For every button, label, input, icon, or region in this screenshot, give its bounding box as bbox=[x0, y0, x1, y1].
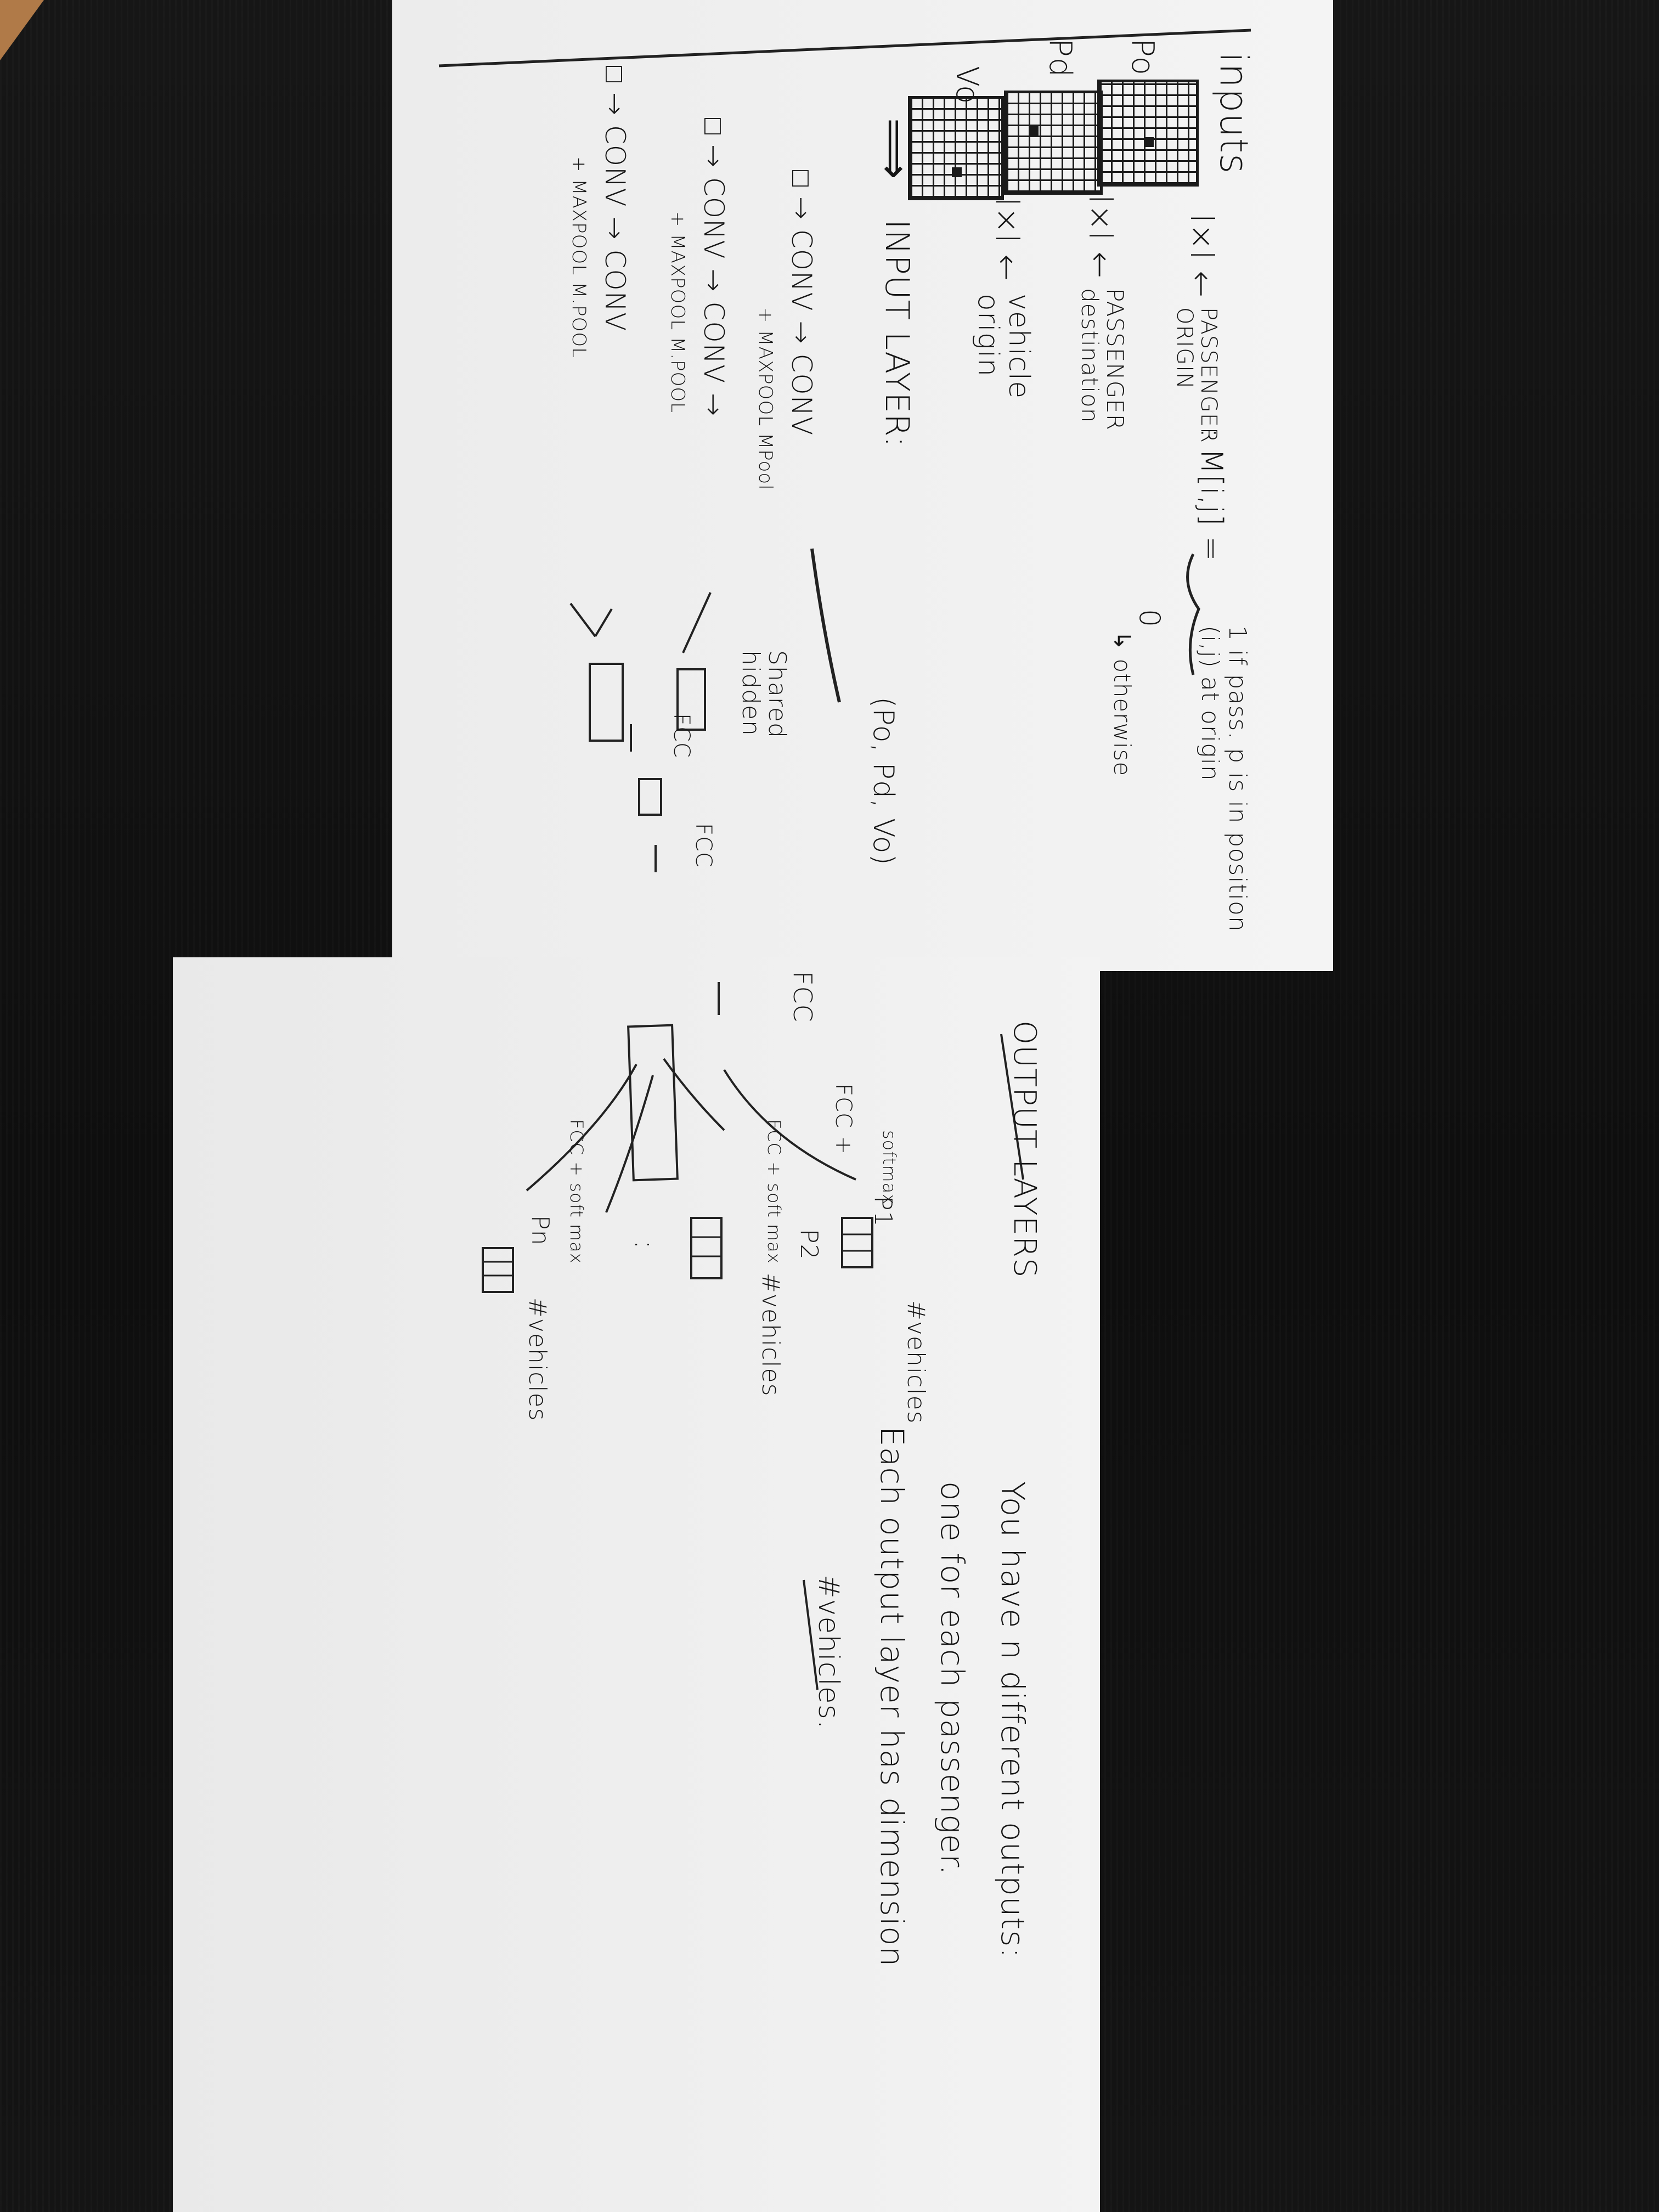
vehicles-label-n: #vehicles bbox=[523, 1297, 551, 1421]
arrow-pd-icon bbox=[594, 608, 613, 637]
output-vector-p1 bbox=[841, 1217, 873, 1268]
branch-line-1 bbox=[605, 1075, 654, 1213]
p1-label: P1 bbox=[869, 1196, 897, 1227]
note-underline bbox=[803, 1579, 819, 1690]
note-line-3: Each output layer has dimension bbox=[873, 1426, 911, 1967]
softmax-label-1: softmax bbox=[879, 1130, 900, 1205]
arrow-vo-icon bbox=[569, 602, 596, 637]
arrow-po-icon bbox=[682, 592, 712, 653]
hidden-output-box bbox=[627, 1024, 679, 1182]
fcc-box-1 bbox=[676, 668, 706, 731]
paper-sheet-outputs bbox=[173, 957, 1100, 2212]
branch-line-2 bbox=[723, 1069, 856, 1181]
grid-po-icon bbox=[1097, 80, 1199, 187]
fcc-branch-1: FCC + bbox=[831, 1084, 856, 1155]
fcc-branch-n: FCC + soft max bbox=[566, 1119, 587, 1264]
note-line-2: one for each passenger. bbox=[934, 1481, 971, 1876]
vehicles-label-1: #vehicles bbox=[902, 1300, 930, 1424]
output-layers-heading: OUTPUT LAYERS bbox=[1007, 1020, 1042, 1278]
grid-vo-icon bbox=[908, 96, 1004, 200]
branch-line-4 bbox=[526, 1064, 637, 1192]
fcc-box-2 bbox=[638, 778, 662, 816]
header-rule bbox=[438, 29, 1251, 67]
grid-pd-icon bbox=[1004, 91, 1103, 195]
scribble-icon bbox=[810, 548, 841, 703]
note-line-4: #vehicles. bbox=[812, 1575, 845, 1730]
p2-label: P2 bbox=[795, 1229, 823, 1260]
fcc-branch-2: FCC + soft max bbox=[764, 1119, 785, 1264]
vehicles-label-2: #vehicles bbox=[757, 1273, 785, 1397]
desk-corner bbox=[0, 0, 44, 60]
hidden-layer-box bbox=[589, 663, 624, 742]
ellipsis-dots: : bbox=[628, 1240, 661, 1250]
brace-icon bbox=[1186, 553, 1200, 675]
heading-underline bbox=[1000, 1034, 1024, 1180]
branch-line-3 bbox=[663, 1058, 725, 1131]
output-vector-p2 bbox=[690, 1217, 723, 1279]
note-line-1: You have n different outputs: bbox=[994, 1481, 1031, 1959]
output-vector-pn bbox=[482, 1247, 514, 1293]
pn-label: Pn bbox=[526, 1215, 554, 1246]
fcc-top-label: FCC bbox=[788, 971, 817, 1023]
